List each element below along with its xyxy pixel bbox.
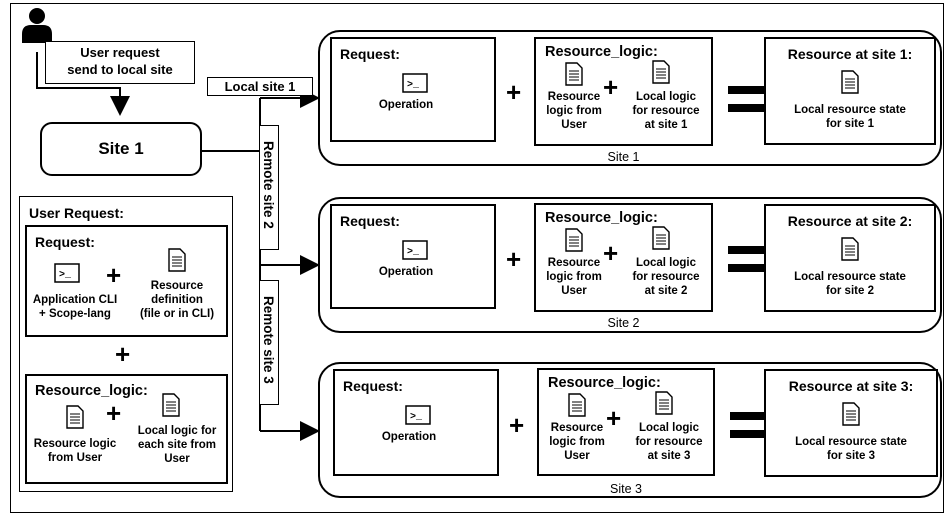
site1-equals-icon bbox=[728, 86, 766, 112]
site1-node-label: Site 1 bbox=[98, 139, 144, 158]
site3-local-logic-label: Local logic for resource at site 3 bbox=[635, 422, 703, 462]
document-icon bbox=[841, 70, 859, 94]
site1-operation-label: Operation bbox=[378, 99, 434, 111]
site3-caption: Site 3 bbox=[610, 482, 642, 496]
local-logic-label: Local logic for each site from User bbox=[137, 425, 217, 465]
site2-resource-state-label: Local resource state for site 2 bbox=[794, 271, 906, 297]
site1-resource-state-label: Local resource state for site 1 bbox=[794, 104, 906, 130]
site1-plus-icon: + bbox=[506, 77, 522, 107]
user-to-site1-arrow bbox=[36, 52, 130, 116]
user-request-note-text: User request send to local site bbox=[67, 45, 173, 77]
site2-plus-icon: + bbox=[506, 244, 522, 274]
site3-request-title: Request: bbox=[343, 378, 403, 394]
site1-logic-plus-icon: + bbox=[603, 72, 619, 102]
site3-equals-icon bbox=[730, 412, 768, 438]
site3-resource-title: Resource at site 3: bbox=[788, 378, 914, 394]
local-site-1-label-box bbox=[207, 77, 313, 96]
site2-resource-title: Resource at site 2: bbox=[787, 213, 913, 229]
user-logic-label: Resource logic from User bbox=[33, 438, 117, 464]
site1-logic-box bbox=[534, 37, 713, 146]
remote-site-2-label: Remote site 2 bbox=[261, 141, 276, 229]
site2-equals-icon bbox=[728, 246, 766, 272]
site2-logic-box bbox=[534, 203, 713, 312]
plus-icon-panel: + bbox=[115, 339, 131, 369]
resource-definition-label: Resource definition (file or in CLI) bbox=[139, 280, 215, 320]
site2-logic-plus-icon: + bbox=[603, 238, 619, 268]
site3-operation-label: Operation bbox=[381, 431, 437, 443]
site3-resource-state-label: Local resource state for site 3 bbox=[795, 436, 907, 462]
document-icon bbox=[168, 248, 186, 272]
svg-text:>_: >_ bbox=[407, 247, 420, 258]
remote-site-3-label-box bbox=[259, 280, 279, 405]
document-icon bbox=[655, 391, 673, 415]
plus-icon: + bbox=[106, 398, 122, 428]
document-icon bbox=[162, 393, 180, 417]
site3-logic-title: Resource_logic: bbox=[548, 375, 661, 391]
svg-text:>_: >_ bbox=[59, 270, 72, 281]
document-icon bbox=[66, 405, 84, 429]
site2-local-logic-label: Local logic for resource at site 2 bbox=[632, 257, 700, 297]
site2-user-logic-label: Resource logic from User bbox=[546, 257, 602, 297]
remote-site-2-label-box bbox=[259, 125, 279, 250]
site1-user-logic-label: Resource logic from User bbox=[546, 91, 602, 131]
site3-logic-box bbox=[537, 368, 715, 476]
site1-request-title: Request: bbox=[340, 46, 400, 62]
site2-logic-title: Resource_logic: bbox=[545, 210, 658, 226]
document-icon bbox=[842, 402, 860, 426]
document-icon bbox=[565, 62, 583, 86]
site1-resource-title: Resource at site 1: bbox=[787, 46, 913, 62]
terminal-icon: >_ bbox=[54, 263, 80, 283]
user-request-panel-title: User Request: bbox=[29, 205, 124, 221]
site3-logic-plus-icon: + bbox=[606, 403, 622, 433]
user-icon bbox=[22, 8, 52, 43]
site2-caption: Site 2 bbox=[607, 316, 640, 330]
svg-text:>_: >_ bbox=[410, 412, 423, 423]
site1-logic-title: Resource_logic: bbox=[545, 44, 658, 60]
site1-caption: Site 1 bbox=[607, 150, 640, 164]
document-icon bbox=[565, 228, 583, 252]
user-request-logic-box bbox=[25, 374, 228, 484]
plus-icon: + bbox=[106, 260, 122, 290]
document-icon bbox=[568, 393, 586, 417]
document-icon bbox=[841, 237, 859, 261]
site3-user-logic-label: Resource logic from User bbox=[549, 422, 605, 462]
user-request-request-title: Request: bbox=[35, 234, 95, 250]
remote-site-3-label: Remote site 3 bbox=[261, 296, 276, 384]
local-site-1-label: Local site 1 bbox=[224, 79, 296, 94]
document-icon bbox=[652, 60, 670, 84]
site3-plus-icon: + bbox=[509, 410, 525, 440]
site2-request-title: Request: bbox=[340, 213, 400, 229]
terminal-icon: >_ bbox=[405, 405, 431, 425]
outer-frame bbox=[10, 3, 944, 513]
user-request-note bbox=[45, 41, 195, 84]
user-request-logic-title: Resource_logic: bbox=[35, 383, 148, 399]
terminal-icon: >_ bbox=[402, 73, 428, 93]
cli-label: Application CLI + Scope-lang bbox=[32, 294, 118, 320]
document-icon bbox=[652, 226, 670, 250]
site2-operation-label: Operation bbox=[378, 266, 434, 278]
svg-text:>_: >_ bbox=[407, 80, 420, 91]
site1-local-logic-label: Local logic for resource at site 1 bbox=[632, 91, 700, 131]
site1-node bbox=[40, 122, 202, 176]
terminal-icon: >_ bbox=[402, 240, 428, 260]
